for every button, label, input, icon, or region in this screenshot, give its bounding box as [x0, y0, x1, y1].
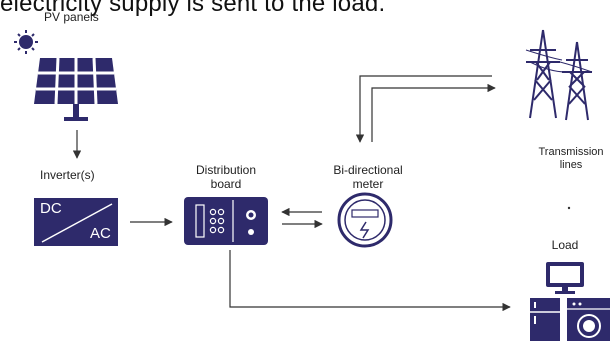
label-load: Load — [551, 238, 579, 252]
caption-text: electricity supply is sent to the load. — [0, 0, 386, 17]
arrow-board-to-load — [229, 250, 511, 312]
label-bi-directional-meter: Bi-directional meter — [318, 163, 418, 191]
label-transmission-lines: Transmission lines — [527, 146, 615, 172]
inverter-dc-text: DC — [40, 200, 62, 217]
sun-icon — [14, 30, 38, 54]
fridge-icon — [530, 298, 560, 341]
solar-panel-icon — [34, 57, 118, 121]
transmission-tower-icon — [525, 29, 593, 121]
label-transmission-line2: lines — [559, 159, 583, 171]
meter-icon — [337, 192, 393, 248]
inverter-ac-text: AC — [90, 225, 111, 242]
label-distribution-board-line2: board — [210, 177, 242, 191]
label-pv-panels: PV panels — [44, 10, 99, 24]
inverter-icon — [34, 198, 118, 246]
separator-dot — [567, 206, 571, 210]
label-distribution-board: Distribution board — [176, 163, 276, 191]
monitor-icon — [546, 262, 584, 294]
label-inverter: Inverter(s) — [40, 168, 95, 182]
arrow-meter-to-grid — [371, 83, 496, 142]
label-meter-line2: meter — [352, 177, 384, 191]
label-transmission-line1: Transmission — [538, 146, 604, 158]
label-meter-line1: Bi-directional — [333, 163, 403, 177]
distribution-board-icon — [184, 197, 268, 245]
washing-machine-icon — [567, 298, 610, 341]
label-distribution-board-line1: Distribution — [195, 163, 257, 177]
arrow-grid-to-meter — [355, 75, 492, 143]
